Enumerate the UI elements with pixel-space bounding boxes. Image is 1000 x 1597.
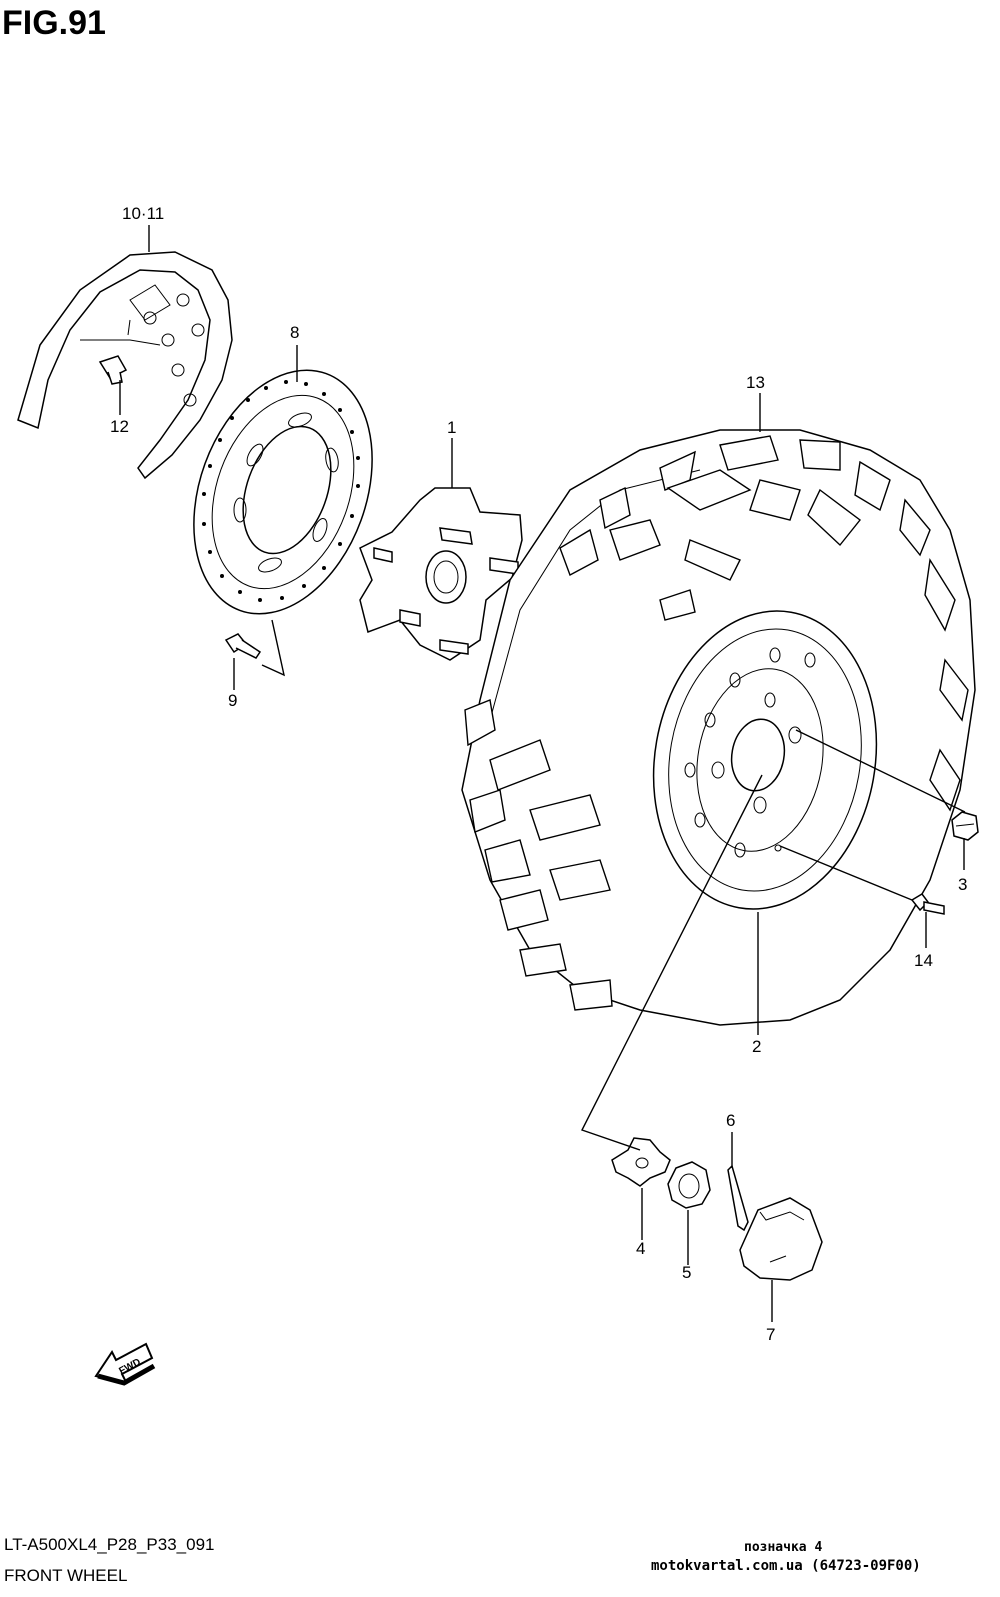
castle-nut	[667, 1161, 711, 1209]
model-code: LT-A500XL4_P28_P33_091	[4, 1535, 215, 1554]
leader-lines	[119, 225, 966, 1322]
callout-12: 12	[110, 417, 129, 436]
callout-6: 6	[726, 1111, 735, 1130]
callout-2: 2	[752, 1037, 761, 1056]
cotter-pin	[727, 1164, 749, 1232]
fwd-arrow-icon: FWD	[94, 1342, 156, 1386]
hub-cap	[739, 1197, 823, 1281]
callout-1: 1	[447, 418, 456, 437]
callout-3: 3	[958, 875, 967, 894]
callout-labels: 10·11 8 12 13 1 9 3 14 2 6 4 5 7	[110, 204, 967, 1344]
brake-disc	[193, 369, 373, 615]
wheel-rim	[652, 610, 878, 910]
disc-slots	[233, 412, 339, 573]
washer	[611, 1137, 671, 1187]
footer-label: позначка 4	[744, 1540, 823, 1555]
disc-vent-holes	[202, 380, 360, 602]
rim-holes	[684, 647, 816, 858]
callout-9: 9	[228, 691, 237, 710]
figure-title: FIG.91	[2, 4, 106, 42]
callout-14: 14	[914, 951, 933, 970]
tire-tread-blocks	[464, 435, 969, 1011]
brake-disc-cover	[17, 251, 233, 480]
valve-stem	[910, 893, 945, 915]
footer-site: motokvartal.com.ua (64723-09F00)	[651, 1558, 921, 1574]
hub-studs	[373, 527, 519, 655]
disc-bolt	[224, 633, 262, 659]
callout-13: 13	[746, 373, 765, 392]
callout-5: 5	[682, 1263, 691, 1282]
cover-bolt	[98, 355, 128, 385]
wheel-nut	[951, 811, 979, 841]
callout-8: 8	[290, 323, 299, 342]
callout-7: 7	[766, 1325, 775, 1344]
wheel-hub	[359, 487, 523, 661]
section-name: FRONT WHEEL	[4, 1566, 128, 1585]
callout-10-11: 10·11	[122, 204, 164, 223]
callout-4: 4	[636, 1239, 645, 1258]
